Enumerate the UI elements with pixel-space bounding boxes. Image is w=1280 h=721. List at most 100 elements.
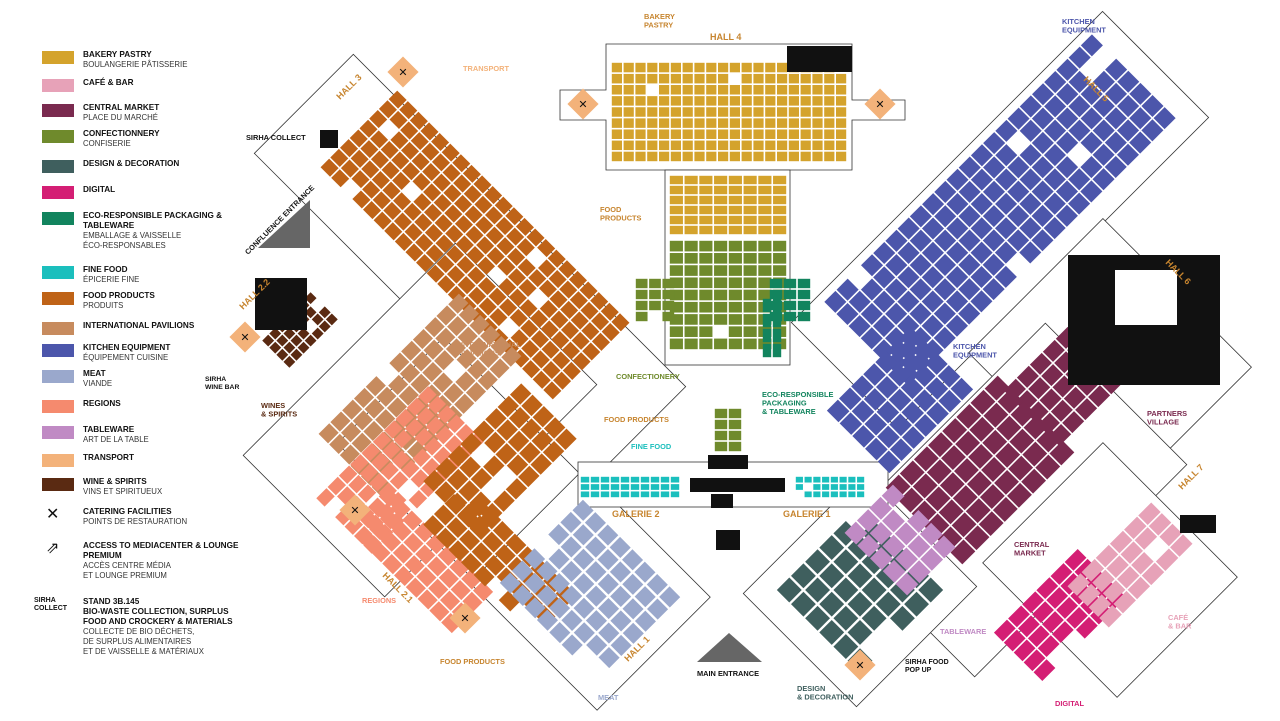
stand bbox=[714, 225, 728, 235]
stand bbox=[913, 389, 937, 412]
stand bbox=[996, 415, 1022, 441]
legend-swatch bbox=[42, 160, 74, 173]
stand bbox=[907, 560, 931, 584]
label-line: HALL 4 bbox=[710, 32, 741, 42]
stand bbox=[372, 431, 392, 451]
stand bbox=[428, 578, 449, 599]
label-transport: TRANSPORT bbox=[463, 64, 509, 73]
stand bbox=[635, 278, 648, 289]
stand bbox=[391, 450, 411, 469]
stand bbox=[352, 190, 371, 209]
stand bbox=[669, 175, 683, 185]
stand bbox=[888, 363, 911, 387]
stand bbox=[450, 579, 471, 601]
stand bbox=[848, 476, 856, 483]
stand bbox=[743, 195, 757, 205]
stand bbox=[743, 215, 757, 225]
stand bbox=[1148, 513, 1172, 536]
stand bbox=[1019, 217, 1042, 240]
stand bbox=[684, 175, 698, 185]
stand bbox=[728, 185, 742, 195]
stand bbox=[519, 442, 541, 464]
stand bbox=[743, 314, 757, 325]
stand bbox=[753, 73, 764, 84]
legend-text: DESIGN & DECORATION bbox=[83, 159, 180, 168]
stand bbox=[662, 311, 675, 322]
stand bbox=[659, 586, 681, 608]
catering-icon: ✕ bbox=[240, 331, 249, 344]
stand bbox=[1009, 428, 1035, 454]
legend-text: TRANSPORT bbox=[83, 453, 134, 462]
stand bbox=[984, 375, 1010, 401]
stand bbox=[919, 522, 943, 546]
stand bbox=[753, 151, 764, 162]
stand bbox=[524, 597, 546, 619]
stand bbox=[699, 195, 713, 205]
stand bbox=[946, 168, 969, 191]
stand bbox=[669, 314, 683, 325]
stand bbox=[934, 253, 957, 276]
stand bbox=[885, 229, 908, 252]
stand bbox=[951, 512, 977, 538]
stand bbox=[431, 153, 451, 172]
stand bbox=[684, 314, 698, 325]
stand bbox=[358, 530, 379, 551]
stand bbox=[1080, 180, 1103, 203]
stand bbox=[836, 151, 847, 162]
stand bbox=[391, 521, 412, 542]
stand bbox=[800, 118, 811, 128]
stand bbox=[622, 598, 644, 620]
stand bbox=[1043, 217, 1066, 240]
stand bbox=[435, 527, 457, 549]
stand bbox=[729, 129, 740, 139]
stand bbox=[611, 107, 622, 117]
stand bbox=[635, 129, 646, 139]
stand bbox=[521, 394, 543, 417]
stand bbox=[885, 327, 908, 350]
stand bbox=[520, 418, 542, 440]
stand bbox=[773, 195, 787, 205]
stand bbox=[728, 195, 742, 205]
stand bbox=[970, 168, 993, 191]
stand bbox=[635, 300, 648, 311]
stand bbox=[370, 150, 390, 169]
stand bbox=[777, 85, 788, 95]
stand bbox=[1049, 440, 1075, 466]
stand bbox=[383, 201, 402, 221]
stand bbox=[634, 561, 656, 583]
stand bbox=[630, 476, 640, 483]
stand bbox=[558, 260, 577, 279]
stand bbox=[469, 314, 490, 335]
stand bbox=[1068, 46, 1091, 69]
stand bbox=[932, 535, 956, 559]
stand bbox=[1068, 168, 1091, 191]
stand bbox=[925, 352, 948, 375]
stand bbox=[995, 168, 1018, 191]
stand bbox=[1117, 70, 1140, 93]
stand bbox=[958, 278, 981, 301]
stand bbox=[669, 277, 683, 289]
stand bbox=[848, 315, 871, 338]
stand bbox=[539, 300, 558, 319]
legend-swatch bbox=[42, 478, 74, 491]
stand bbox=[857, 476, 865, 483]
stand bbox=[382, 440, 401, 460]
stand bbox=[506, 454, 529, 476]
stand bbox=[611, 85, 622, 95]
sirha-collect-logo: SIRHA COLLECT bbox=[34, 597, 68, 612]
stand bbox=[1043, 168, 1066, 191]
stand bbox=[909, 278, 932, 301]
stand bbox=[682, 62, 693, 73]
label-line: PACKAGING bbox=[762, 398, 807, 407]
stand bbox=[349, 129, 368, 148]
stand bbox=[531, 429, 553, 452]
stand bbox=[1080, 34, 1103, 57]
stand bbox=[1056, 58, 1079, 81]
stand bbox=[741, 62, 752, 73]
label-sirha_collect: SIRHA COLLECT bbox=[246, 133, 306, 142]
stand bbox=[741, 151, 752, 162]
stand bbox=[706, 129, 717, 139]
